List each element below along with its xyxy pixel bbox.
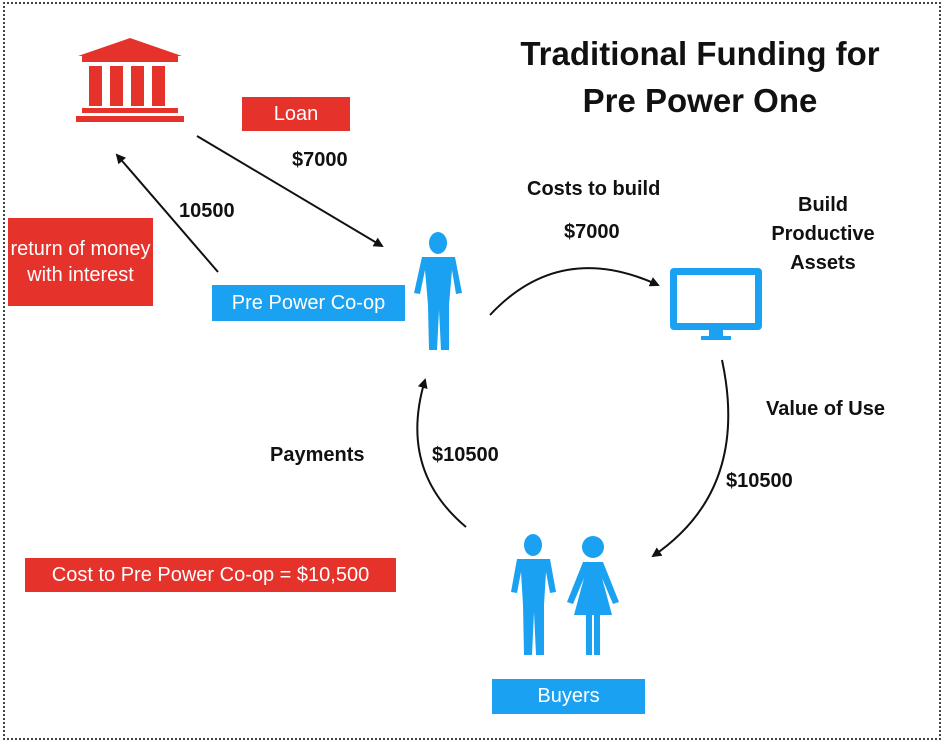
repay-amount: 10500: [179, 200, 235, 222]
title-line-2: Pre Power One: [582, 82, 818, 119]
total-cost-label: Cost to Pre Power Co-op = $10,500: [25, 558, 396, 592]
title-line-1: Traditional Funding for: [520, 35, 880, 72]
loan-amount: $7000: [292, 149, 348, 171]
repay-arrow: [115, 153, 219, 273]
diagram-frame: [3, 2, 941, 740]
value-of-use-label: Value of Use: [766, 398, 885, 420]
build-amount: $7000: [564, 221, 620, 243]
return-note: return of money with interest: [8, 218, 153, 306]
return-note-text: return of money with interest: [10, 238, 151, 286]
build-assets-label: Build Productive Assets: [771, 194, 875, 274]
coop-label: Pre Power Co-op: [212, 285, 405, 321]
build-arrow: [489, 267, 660, 316]
buyers-icon: [511, 534, 619, 655]
payments-amount: $10500: [432, 444, 499, 466]
payments-arrow: [416, 378, 467, 528]
buyers-label: Buyers: [492, 679, 645, 714]
value-arrow: [651, 359, 730, 558]
loan-arrow: [196, 135, 384, 248]
monitor-icon: [670, 268, 762, 340]
payments-label: Payments: [270, 444, 365, 466]
value-amount: $10500: [726, 470, 793, 492]
costs-to-build-label: Costs to build: [527, 178, 661, 200]
page-title: Traditional Funding for Pre Power One: [470, 30, 930, 124]
person-icon: [414, 232, 462, 350]
loan-label: Loan: [242, 97, 350, 131]
bank-icon: [76, 38, 184, 122]
